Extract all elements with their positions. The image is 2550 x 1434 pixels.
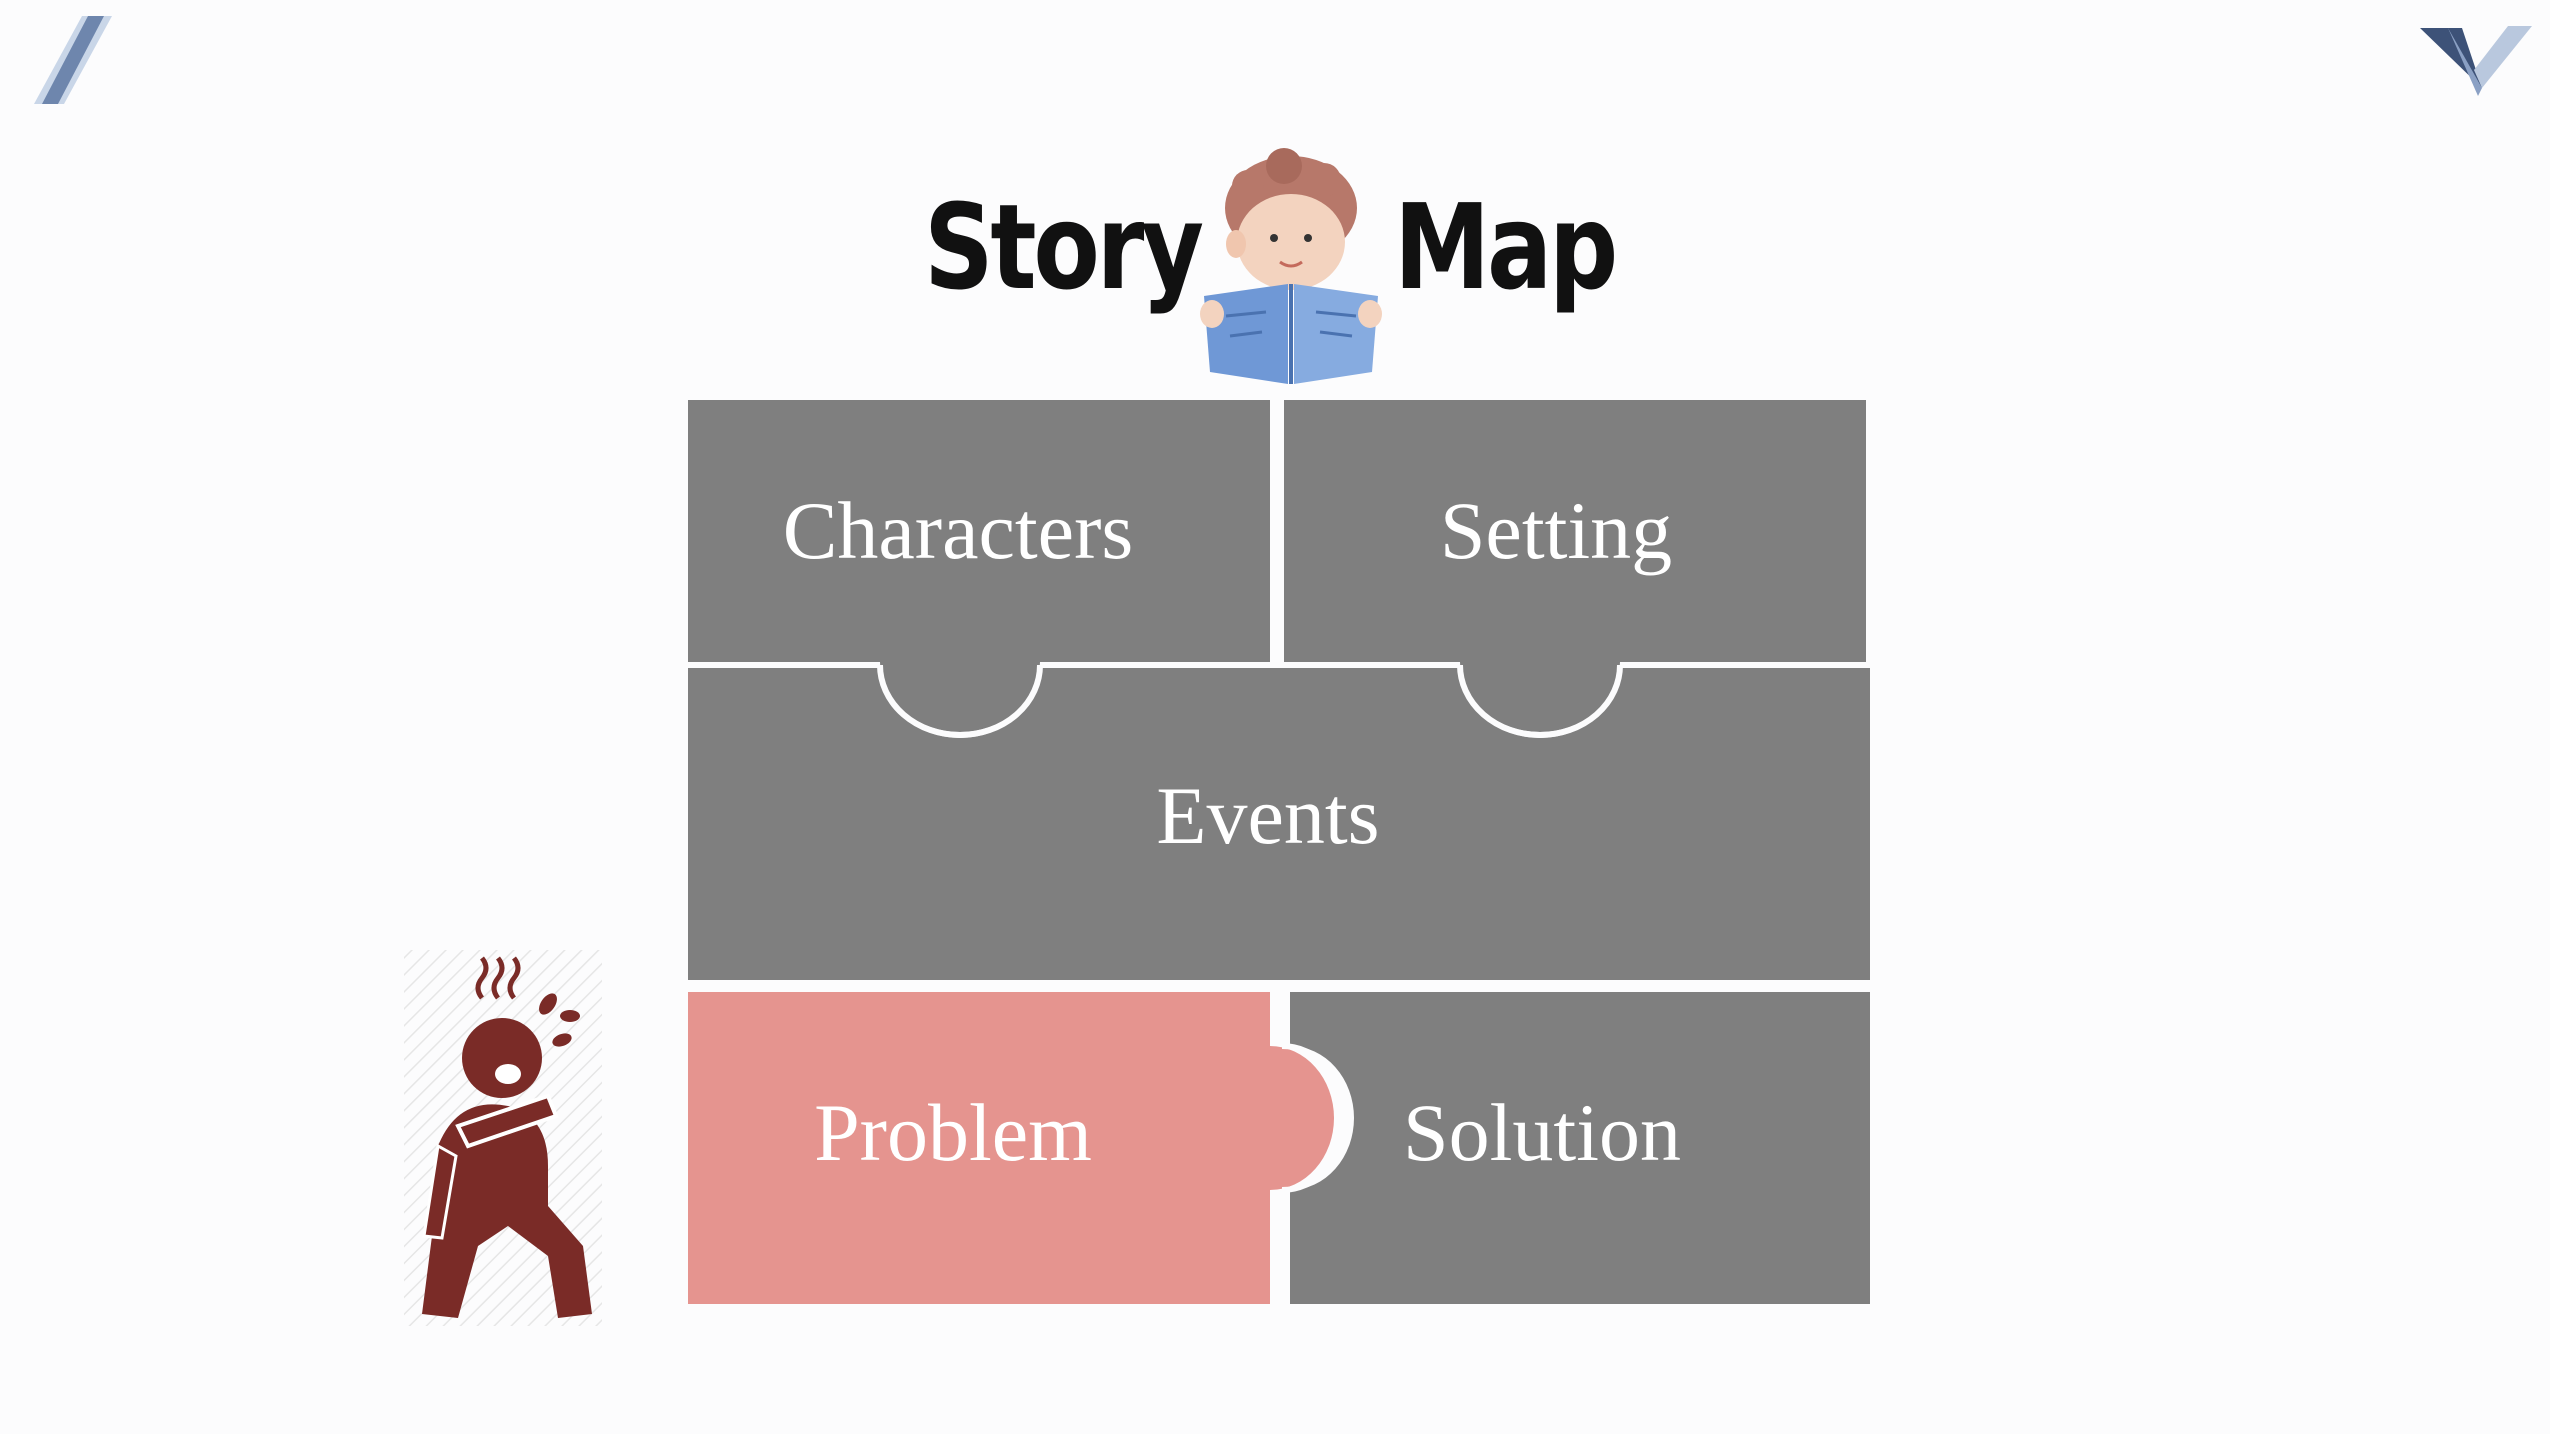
characters-knob [880, 662, 1040, 732]
slash-stripe-icon [34, 16, 112, 104]
title-word-map: Map [1394, 178, 1618, 316]
setting-piece [1284, 400, 1866, 662]
setting-label: Setting [1439, 485, 1673, 576]
chevron-down-logo-icon [2420, 26, 2532, 96]
characters-piece [688, 400, 1270, 662]
events-piece [688, 668, 1870, 980]
story-map-title: Story Map [900, 140, 1620, 390]
problem-piece [688, 992, 1270, 1304]
boy-reading-book-icon [1200, 148, 1382, 384]
characters-label: Characters [782, 485, 1134, 576]
solution-piece [1290, 992, 1870, 1304]
solution-label: Solution [1403, 1087, 1681, 1178]
problem-label: Problem [814, 1087, 1092, 1178]
problem-knob [1270, 1046, 1334, 1190]
title-word-story: Story [924, 178, 1204, 316]
frustrated-person-icon [404, 950, 602, 1326]
setting-knob [1460, 662, 1620, 732]
events-label: Events [1156, 770, 1380, 861]
